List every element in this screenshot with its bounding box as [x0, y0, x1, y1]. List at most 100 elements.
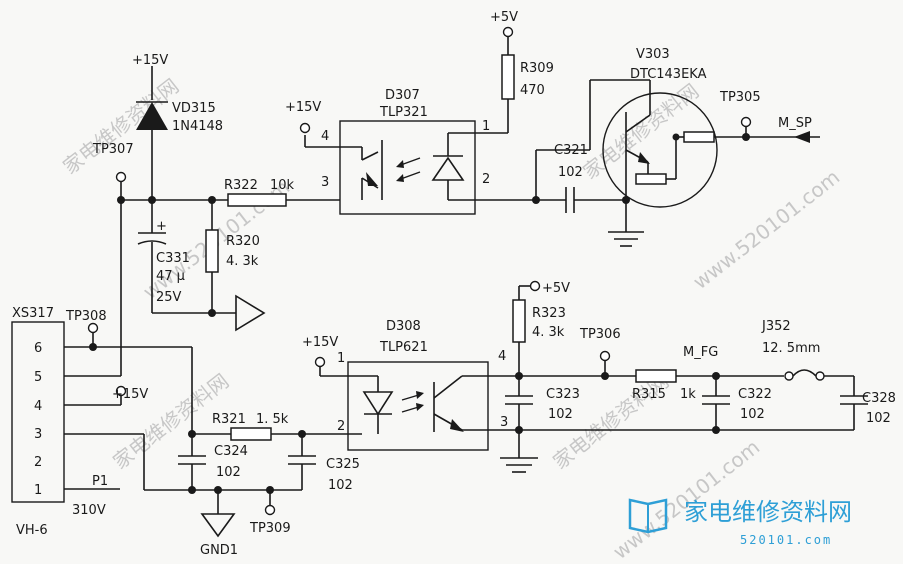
tp307-testpoint — [115, 171, 127, 183]
label-m-fg: M_FG — [683, 345, 718, 360]
label-c321-val: 102 — [558, 165, 583, 180]
label-vd315: VD315 — [172, 101, 216, 116]
label-c325-val: 102 — [328, 478, 353, 493]
junction-dot — [188, 486, 196, 494]
v303-transistor — [602, 92, 718, 208]
label-j352: J352 — [761, 319, 791, 334]
conn-p15v-terminal — [115, 385, 127, 397]
label-v303: V303 — [636, 47, 670, 62]
r323-resistor — [512, 299, 526, 343]
label-c331: C331 — [156, 251, 190, 266]
p5v-terminal — [502, 26, 514, 38]
label-r315: R315 — [632, 387, 666, 402]
label-c323: C323 — [546, 387, 580, 402]
label-tp309: TP309 — [249, 521, 291, 536]
label-d307-pin1: 1 — [482, 119, 490, 134]
label-r323-val: 4. 3k — [532, 325, 565, 340]
label-p1-volt: 310V — [72, 503, 106, 518]
label-pin1: 1 — [34, 483, 42, 498]
label-c325: C325 — [326, 457, 360, 472]
label-r322: R322 — [224, 178, 258, 193]
j352-pad-left — [784, 371, 794, 381]
label-r322-val: 10k — [270, 178, 295, 193]
label-c331-plus: + — [156, 219, 167, 234]
label-c322-val: 102 — [740, 407, 765, 422]
label-pin5: 5 — [34, 370, 42, 385]
brand-name: 家电维修资料网 — [684, 498, 852, 526]
tp309-testpoint — [264, 504, 276, 516]
label-d308-pin2: 2 — [337, 419, 345, 434]
label-tp308: TP308 — [65, 309, 107, 324]
label-d308: D308 — [386, 319, 421, 334]
label-vd315-part: 1N4148 — [172, 119, 223, 134]
p5v-mid-terminal — [529, 280, 541, 292]
gnd1-ground-symbol — [200, 513, 236, 538]
v303-base-resistor — [683, 131, 715, 143]
vd315-diode — [136, 66, 168, 200]
j352-pad-right — [815, 371, 825, 381]
r322-resistor — [227, 193, 287, 207]
label-d308-part: TLP621 — [379, 340, 428, 355]
tp305-testpoint — [740, 116, 752, 128]
label-tp305: TP305 — [719, 90, 761, 105]
label-tp307: TP307 — [92, 142, 134, 157]
r315-resistor — [635, 369, 677, 383]
label-p5v-mid: +5V — [542, 281, 570, 296]
label-p15v-top: +15V — [132, 53, 168, 68]
c331-capacitor — [137, 200, 167, 313]
label-r323: R323 — [532, 306, 566, 321]
r309-resistor — [501, 54, 515, 100]
label-r315-val: 1k — [680, 387, 696, 402]
label-d308-pin4: 4 — [498, 349, 506, 364]
junction-dot — [672, 133, 680, 141]
label-gnd1: GND1 — [200, 543, 238, 558]
label-p15v-d307: +15V — [285, 100, 321, 115]
label-p5v-top: +5V — [490, 10, 518, 25]
label-c324: C324 — [214, 444, 248, 459]
label-v303-part: DTC143EKA — [630, 67, 707, 82]
label-c322: C322 — [738, 387, 772, 402]
label-tp306: TP306 — [579, 327, 621, 342]
label-c331-val: 47 μ — [156, 269, 185, 284]
r321-resistor — [230, 427, 272, 441]
label-pin6: 6 — [34, 341, 42, 356]
d308-optocoupler — [347, 361, 489, 451]
d307-optocoupler — [339, 120, 476, 215]
d307-vcc-terminal — [299, 122, 311, 134]
label-r309: R309 — [520, 61, 554, 76]
label-m-sp: M_SP — [778, 116, 812, 131]
label-xs317: XS317 — [12, 306, 54, 321]
label-p15v-d308: +15V — [302, 335, 338, 350]
label-d308-pin1: 1 — [337, 351, 345, 366]
r320-resistor — [205, 229, 219, 273]
label-vh6: VH-6 — [16, 523, 48, 538]
xs317-connector — [11, 321, 65, 503]
label-pin3: 3 — [34, 427, 42, 442]
tp308-testpoint — [87, 322, 99, 334]
label-j352-val: 12. 5mm — [762, 341, 820, 356]
label-c328: C328 — [862, 391, 896, 406]
brand-url: 520101.com — [740, 533, 832, 547]
label-r309-val: 470 — [520, 83, 545, 98]
label-c323-val: 102 — [548, 407, 573, 422]
label-d307-pin2: 2 — [482, 172, 490, 187]
label-r321: R321 — [212, 412, 246, 427]
label-c328-val: 102 — [866, 411, 891, 426]
brand-logo: 家电维修资料网 520101.com — [628, 498, 852, 547]
junction-dot — [208, 309, 216, 317]
label-r320-val: 4. 3k — [226, 254, 259, 269]
label-p15v-conn: +15V — [112, 387, 148, 402]
label-d307-part: TLP321 — [379, 105, 428, 120]
label-p1: P1 — [92, 474, 108, 489]
label-r320: R320 — [226, 234, 260, 249]
tp306-testpoint — [599, 350, 611, 362]
d308-vcc-terminal — [314, 356, 326, 368]
label-d307-pin4: 4 — [321, 129, 329, 144]
label-r321-val: 1. 5k — [256, 412, 289, 427]
label-d307: D307 — [385, 88, 420, 103]
label-c324-val: 102 — [216, 465, 241, 480]
label-pin4: 4 — [34, 399, 42, 414]
label-d308-pin3: 3 — [500, 415, 508, 430]
v303-internal-resistor — [635, 173, 667, 185]
